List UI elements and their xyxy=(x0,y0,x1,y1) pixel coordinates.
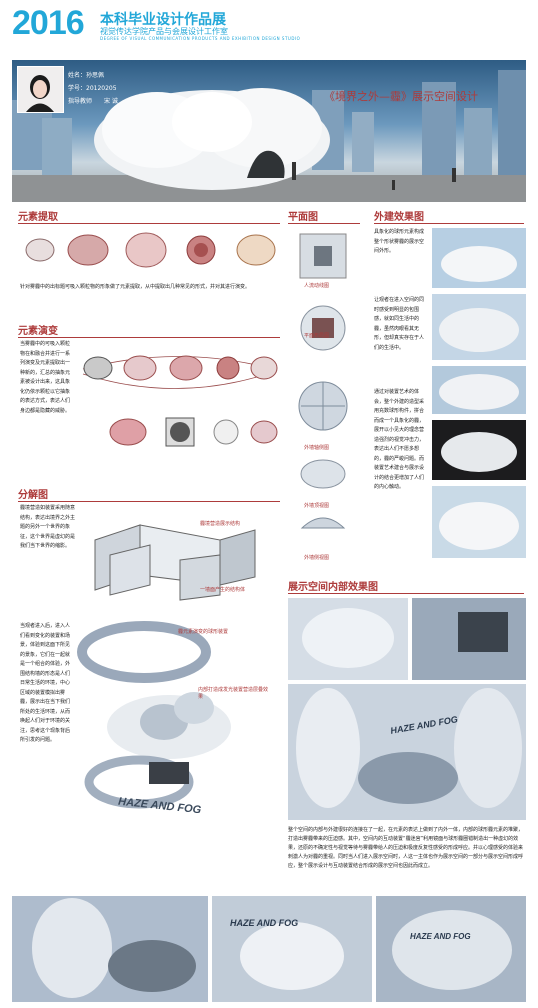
interior-note-text: 当观者进入后，进入人们看到变化的装置和场景，体验到这面下所见的景象，它们在一起就… xyxy=(20,623,71,743)
extract-shapes xyxy=(25,232,276,268)
project-title: 《境界之外—霾》展示空间设计 xyxy=(324,90,478,103)
header-year: 2016 xyxy=(12,4,85,42)
hero-scene xyxy=(12,70,526,202)
section-title-exploded: 分解图 xyxy=(18,490,48,501)
section-divider xyxy=(18,337,280,338)
interior-renders xyxy=(288,598,526,820)
interior-label-b: 内部打造成发光装置营造层叠效果 xyxy=(198,687,269,700)
interior-label-a: 霾元素演变的球形装置 xyxy=(178,629,229,635)
avatar-portrait xyxy=(18,67,63,112)
header-subtitle: 视觉传达学院产品与会展设计工作室 xyxy=(100,27,228,36)
exploded-diagram xyxy=(94,524,256,601)
section-title-evolve: 元素演变 xyxy=(18,326,58,337)
interior-text: 整个空间的内部与外建很好的连接在了一起，在元素的表达上做到了内外一体，内部的球形… xyxy=(288,827,524,869)
section-divider xyxy=(374,223,524,224)
exploded-text: 霾境营造如装置采用随意结构，表达出境界之外主题的另外一个世界的象征，这个世界是虚… xyxy=(20,505,76,549)
haze-text-bottom: HAZE AND FOG xyxy=(230,918,299,928)
evolve-diagram xyxy=(82,355,278,447)
plan-caption-flow: 人流动线图 xyxy=(304,283,330,289)
section-title-exterior: 外建效果图 xyxy=(374,212,424,223)
exploded-label-bottom: 一墙面产生的结构体 xyxy=(200,587,246,593)
section-divider xyxy=(288,593,524,594)
exterior-renders xyxy=(432,228,526,558)
hero-rendering xyxy=(12,60,526,202)
exterior-text-2: 让观者在进入空间的同时感受到明显的包围感，就如同生活中的霾，虽然肉眼看其无形，但… xyxy=(374,297,425,351)
header-english: DEGREE OF VISUAL COMMUNICATION PRODUCTS … xyxy=(100,36,301,41)
student-id: 学号：20120205 xyxy=(68,85,117,92)
section-divider xyxy=(288,223,360,224)
section-title-extract: 元素提取 xyxy=(18,212,58,223)
advisor-label: 指导教师 xyxy=(68,98,93,105)
section-divider xyxy=(18,223,280,224)
avatar xyxy=(17,66,64,113)
plan-caption-side: 外墙侧视图 xyxy=(304,555,330,561)
plan-caption-layout: 平面布局图 xyxy=(304,333,330,339)
advisor-name: 宋 诚 xyxy=(104,98,118,105)
section-title-plan: 平面图 xyxy=(288,212,318,223)
exterior-text-1: 具象化的球形元素构成整个形状雾霾的展示空间外形。 xyxy=(374,229,425,254)
evolve-text: 当雾霾中的可吸入颗粒物在和融合并进行一系列演变及元素提取出一种新的，汇总的抽象元… xyxy=(20,341,71,414)
exterior-text-3: 通过对装置艺术的体会，整个外建的造型采用充数球形构件，拼合而成一个具象化的霾，展… xyxy=(374,389,425,490)
plan-caption-axon: 外墙轴侧图 xyxy=(304,445,330,451)
section-divider xyxy=(18,501,280,502)
haze-text-bottom-right: HAZE AND FOG xyxy=(410,932,471,941)
plan-views xyxy=(298,233,348,529)
header-title: 本科毕业设计作品展 xyxy=(100,12,226,28)
exploded-label-top: 霾境营造展示结构 xyxy=(200,521,241,527)
section-title-interior: 展示空间内部效果图 xyxy=(288,582,378,593)
plan-caption-top: 外墙顶视图 xyxy=(304,503,330,509)
student-name: 姓名：孙思佩 xyxy=(68,72,105,79)
extract-text: 针对雾霾中的出标题可吸入颗粒物的形象做了元素提取，从中提取出几种常见的形式，并对… xyxy=(20,284,251,290)
interior-sphere-diagram xyxy=(77,621,231,809)
bottom-renders xyxy=(12,896,526,1002)
